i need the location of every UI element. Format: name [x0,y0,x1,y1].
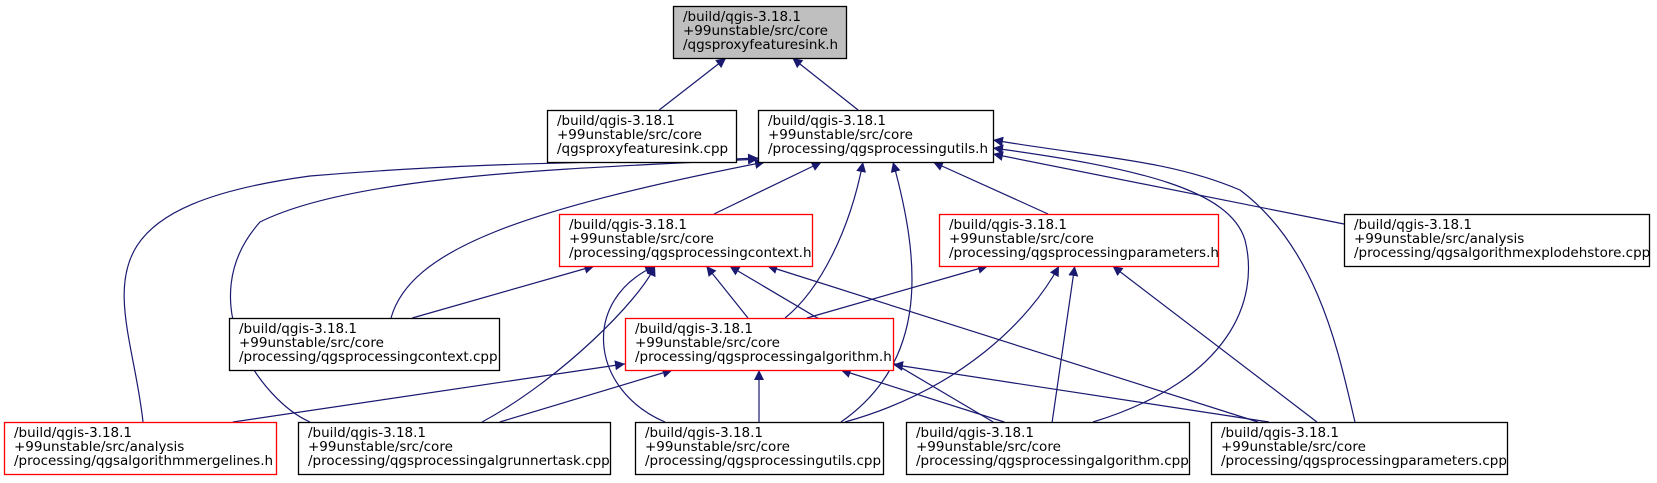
edge-algorithm_h-to-parameters_h [806,263,989,319]
node-label-line: +99unstable/src/core [1221,439,1366,455]
edge-algorithm_cpp-to-utils_h [992,144,1250,423]
node-label-line: +99unstable/src/core [916,439,1061,455]
edge-utils_cpp-to-context_h [603,265,666,423]
node-label-line: +99unstable/src/core [569,231,714,247]
node-label-line: +99unstable/src/core [239,335,384,351]
node-parameters_cpp[interactable]: /build/qgis-3.18.1+99unstable/src/core/p… [1210,421,1509,476]
edge-algrunnertask_cpp-to-utils_h [229,154,759,423]
node-explodehstore_cpp[interactable]: /build/qgis-3.18.1+99unstable/src/analys… [1343,213,1651,268]
node-label-line: /processing/qgsalgorithmexplodehstore.cp… [1354,245,1650,261]
edge-algorithm_cpp-to-algorithm_h [840,368,1005,423]
edge-utils_h-to-proxysink_h [791,57,859,111]
node-label-line: /qgsproxyfeaturesink.h [683,37,838,53]
node-label-line: +99unstable/src/analysis [14,439,184,455]
node-label-line: /build/qgis-3.18.1 [569,217,687,233]
node-label-line: /build/qgis-3.18.1 [308,425,426,441]
nodes-layer: /build/qgis-3.18.1+99unstable/src/core/q… [3,5,1651,476]
node-label-line: +99unstable/src/core [949,231,1094,247]
node-label-line: +99unstable/src/analysis [1354,231,1524,247]
node-label-line: /build/qgis-3.18.1 [557,113,675,129]
node-box [1210,421,1509,476]
edge-parameters_cpp-to-parameters_h [1112,265,1318,423]
edge-context_cpp-to-context_h [412,263,595,319]
node-label-line: /processing/qgsprocessingalgorithm.cpp [916,453,1189,469]
node-box [558,213,814,268]
edge-algrunnertask_cpp-to-algorithm_h [499,368,673,423]
edge-utils_cpp-to-utils_h [840,161,913,423]
node-box [757,109,995,164]
node-proxysink_h[interactable]: /build/qgis-3.18.1+99unstable/src/core/q… [672,5,848,60]
node-label-line: /processing/qgsprocessingutils.cpp [645,453,881,469]
node-box [228,317,501,372]
node-label-line: +99unstable/src/core [635,335,780,351]
node-label-line: /build/qgis-3.18.1 [916,425,1034,441]
node-context_cpp[interactable]: /build/qgis-3.18.1+99unstable/src/core/p… [228,317,501,372]
edge-parameters_cpp-to-algorithm_h [892,361,1270,423]
node-label-line: /build/qgis-3.18.1 [1221,425,1339,441]
node-label-line: /build/qgis-3.18.1 [949,217,1067,233]
node-box [3,421,278,476]
node-box [938,213,1220,268]
node-label-line: /processing/qgsprocessingparameters.cpp [1221,453,1507,469]
node-label-line: +99unstable/src/core [768,127,913,143]
edge-proxysink_cpp-to-proxysink_h [658,57,727,111]
node-label-line: /build/qgis-3.18.1 [1354,217,1472,233]
edge-context_h-to-utils_h [713,161,822,215]
node-label-line: /build/qgis-3.18.1 [635,321,753,337]
edge-algrunnertask_cpp-to-context_h [481,265,656,423]
node-algorithm_h[interactable]: /build/qgis-3.18.1+99unstable/src/core/p… [624,317,895,372]
node-label-line: /processing/qgsprocessingutils.h [768,141,988,157]
edge-algorithm_h-to-context_h [705,265,749,319]
node-label-line: +99unstable/src/core [557,127,702,143]
node-context_h[interactable]: /build/qgis-3.18.1+99unstable/src/core/p… [558,213,814,268]
node-label-line: +99unstable/src/core [645,439,790,455]
node-label-line: /qgsproxyfeaturesink.cpp [557,141,728,157]
node-label-line: +99unstable/src/core [683,23,828,39]
edge-algorithm_cpp-to-parameters_h [1051,265,1079,423]
edge-parameters_h-to-utils_h [932,161,1049,215]
edge-mergelines_h-to-algorithm_h [232,360,626,423]
edge-parameters_cpp-to-context_h [767,264,1259,423]
node-label-line: /processing/qgsprocessingalgorithm.h [635,349,892,365]
node-mergelines_h[interactable]: /build/qgis-3.18.1+99unstable/src/analys… [3,421,278,476]
node-box [297,421,612,476]
node-label-line: /build/qgis-3.18.1 [14,425,132,441]
edge-parameters_cpp-to-utils_h [992,136,1356,423]
edge-utils_cpp-to-parameters_h [844,265,1060,423]
edge-context_cpp-to-utils_h [390,159,766,319]
node-utils_h[interactable]: /build/qgis-3.18.1+99unstable/src/core/p… [757,109,995,164]
node-label-line: /processing/qgsprocessingalgrunnertask.c… [308,453,610,469]
node-label-line: /build/qgis-3.18.1 [683,9,801,25]
node-box [672,5,848,60]
edges-layer [123,57,1356,423]
node-label-line: /build/qgis-3.18.1 [239,321,357,337]
node-proxysink_cpp[interactable]: /build/qgis-3.18.1+99unstable/src/core/q… [546,109,738,164]
node-box [905,421,1191,476]
node-box [546,109,738,164]
node-label-line: /processing/qgsalgorithmmergelines.h [14,453,273,469]
node-label-line: /processing/qgsprocessingparameters.h [949,245,1219,261]
node-label-line: /processing/qgsprocessingcontext.cpp [239,349,498,365]
node-label-line: /processing/qgsprocessingcontext.h [569,245,812,261]
edge-mergelines_h-to-utils_h [123,153,759,423]
node-algorithm_cpp[interactable]: /build/qgis-3.18.1+99unstable/src/core/p… [905,421,1191,476]
node-box [1343,213,1651,268]
node-parameters_h[interactable]: /build/qgis-3.18.1+99unstable/src/core/p… [938,213,1220,268]
node-label-line: /build/qgis-3.18.1 [645,425,763,441]
node-utils_cpp[interactable]: /build/qgis-3.18.1+99unstable/src/core/p… [634,421,885,476]
node-label-line: +99unstable/src/core [308,439,453,455]
node-box [624,317,895,372]
node-algrunnertask_cpp[interactable]: /build/qgis-3.18.1+99unstable/src/core/p… [297,421,612,476]
node-label-line: /build/qgis-3.18.1 [768,113,886,129]
edge-explodehstore_cpp-to-utils_h [992,151,1345,225]
node-box [634,421,885,476]
